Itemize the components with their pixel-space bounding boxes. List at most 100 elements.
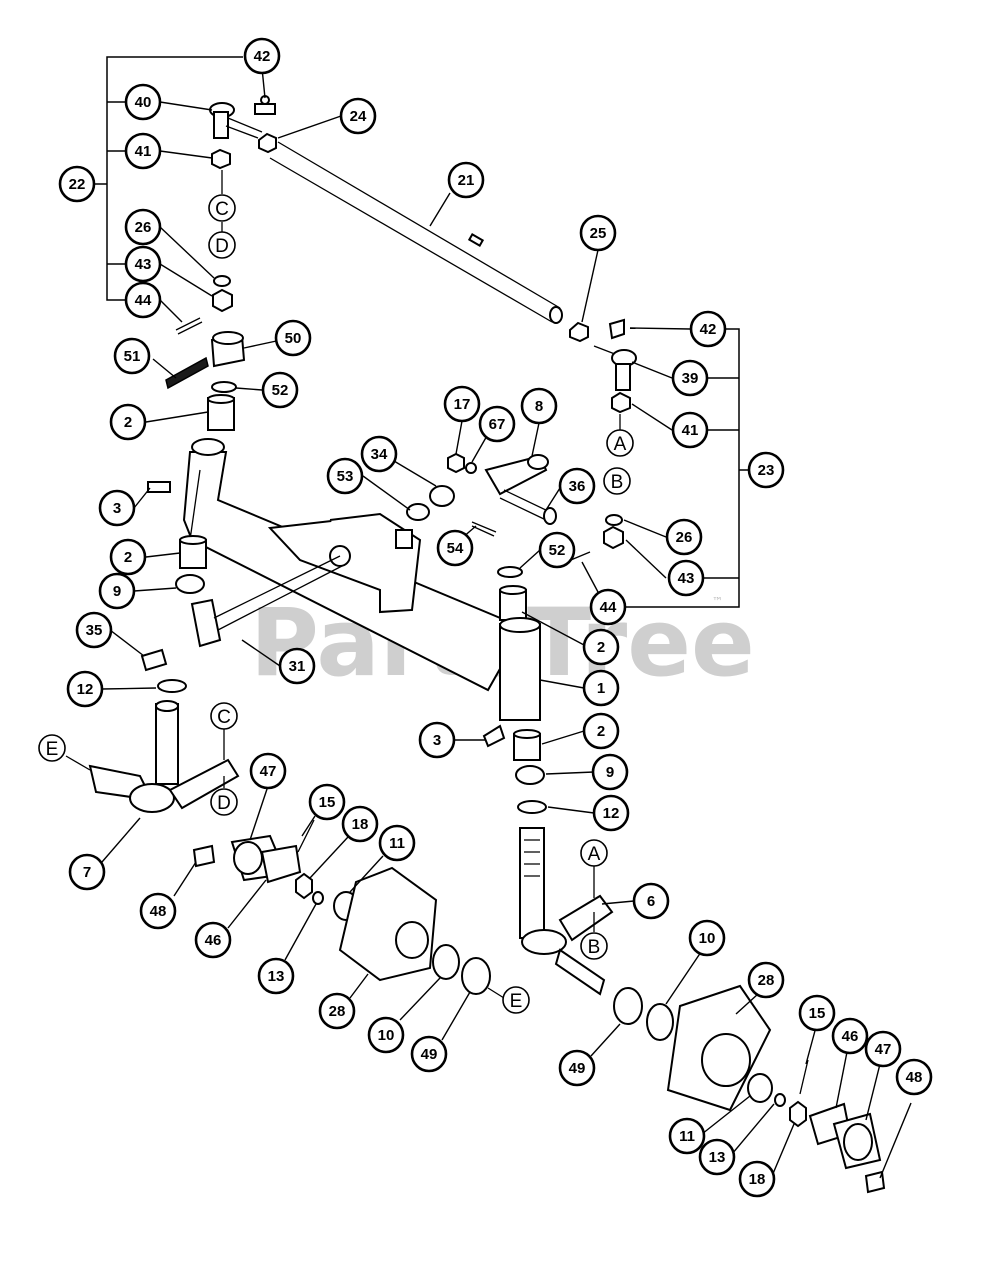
spindle-7-hub (129, 783, 175, 813)
callout-43[interactable]: 43 (124, 245, 162, 283)
callout-3[interactable]: 3 (98, 489, 136, 527)
leader-52-left (235, 387, 263, 391)
callout-2[interactable]: 2 (109, 403, 147, 441)
callout-21[interactable]: 21 (447, 161, 485, 199)
callout-2[interactable]: 2 (109, 538, 147, 576)
hub-28-left-bore (395, 921, 429, 959)
spindle-7-shaft (155, 703, 179, 785)
callout-10[interactable]: 10 (688, 919, 726, 957)
bearing-10-right (646, 1003, 674, 1041)
leader-25 (581, 249, 599, 323)
callout-7[interactable]: 7 (68, 853, 106, 891)
callout-44[interactable]: 44 (124, 281, 162, 319)
bolt-48-right (864, 1170, 886, 1194)
callout-18[interactable]: 18 (738, 1160, 776, 1198)
callout-49[interactable]: 49 (558, 1049, 596, 1087)
callout-label: 18 (352, 816, 369, 833)
callout-52[interactable]: 52 (538, 531, 576, 569)
letter-label: E (46, 739, 59, 760)
callout-49[interactable]: 49 (410, 1035, 448, 1073)
callout-36[interactable]: 36 (558, 467, 596, 505)
callout-34[interactable]: 34 (360, 435, 398, 473)
callout-9[interactable]: 9 (591, 753, 629, 791)
callout-39[interactable]: 39 (671, 359, 709, 397)
callout-53[interactable]: 53 (326, 457, 364, 495)
callout-48[interactable]: 48 (895, 1058, 933, 1096)
callout-label: 48 (906, 1069, 923, 1086)
callout-22[interactable]: 22 (58, 165, 96, 203)
gasket-46-left (260, 844, 302, 884)
callout-35[interactable]: 35 (75, 611, 113, 649)
callout-2[interactable]: 2 (582, 628, 620, 666)
callout-28[interactable]: 28 (318, 992, 356, 1030)
callout-25[interactable]: 25 (579, 214, 617, 252)
leader-39 (631, 361, 673, 379)
callout-label: 22 (69, 176, 86, 193)
washer-67 (465, 462, 477, 474)
leader-26-right (623, 519, 667, 538)
callout-46[interactable]: 46 (831, 1017, 869, 1055)
callout-8[interactable]: 8 (520, 387, 558, 425)
callout-label: 3 (433, 732, 441, 749)
callout-label: 2 (124, 414, 132, 431)
leader-46-left (227, 879, 267, 929)
callout-12[interactable]: 12 (66, 670, 104, 708)
callout-9[interactable]: 9 (98, 572, 136, 610)
callout-54[interactable]: 54 (436, 529, 474, 567)
callout-15[interactable]: 15 (798, 994, 836, 1032)
callout-11[interactable]: 11 (378, 824, 416, 862)
callout-41[interactable]: 41 (671, 411, 709, 449)
callout-17[interactable]: 17 (443, 385, 481, 423)
callout-26[interactable]: 26 (665, 518, 703, 556)
leader-41-left (159, 150, 213, 159)
callout-18[interactable]: 18 (341, 805, 379, 843)
leader-47-right (865, 1063, 881, 1121)
callout-28[interactable]: 28 (747, 961, 785, 999)
callout-23[interactable]: 23 (747, 451, 785, 489)
callout-67[interactable]: 67 (478, 405, 516, 443)
callout-3[interactable]: 3 (418, 721, 456, 759)
leader-15-right (805, 1026, 817, 1065)
callout-13[interactable]: 13 (698, 1138, 736, 1176)
callout-1[interactable]: 1 (582, 669, 620, 707)
callout-47[interactable]: 47 (864, 1030, 902, 1068)
callout-2[interactable]: 2 (582, 712, 620, 750)
hub-cap-47-right-face (843, 1123, 873, 1161)
callout-41[interactable]: 41 (124, 132, 162, 170)
leader-2-c (521, 611, 585, 646)
callout-label: 47 (875, 1041, 892, 1058)
callout-11[interactable]: 11 (668, 1117, 706, 1155)
callout-40[interactable]: 40 (124, 83, 162, 121)
callout-47[interactable]: 47 (249, 752, 287, 790)
callout-24[interactable]: 24 (339, 97, 377, 135)
bushing-2-upper-right-top (499, 585, 527, 595)
callout-label: 15 (319, 794, 336, 811)
grease-fitting-42-right (608, 318, 625, 340)
ref-line-e-right (487, 987, 505, 999)
castle-nut-34 (429, 485, 455, 507)
callout-label: 9 (113, 583, 121, 600)
callout-46[interactable]: 46 (194, 921, 232, 959)
callout-6[interactable]: 6 (632, 882, 670, 920)
cotter-pin-44-left-b (177, 321, 203, 335)
callout-15[interactable]: 15 (308, 783, 346, 821)
callout-12[interactable]: 12 (592, 794, 630, 832)
callout-31[interactable]: 31 (278, 647, 316, 685)
callout-label: 49 (421, 1046, 438, 1063)
callout-51[interactable]: 51 (113, 337, 151, 375)
leader-24 (277, 115, 342, 139)
callout-50[interactable]: 50 (274, 319, 312, 357)
callout-52[interactable]: 52 (261, 371, 299, 409)
callout-26[interactable]: 26 (124, 208, 162, 246)
callout-13[interactable]: 13 (257, 957, 295, 995)
callout-48[interactable]: 48 (139, 892, 177, 930)
callout-label: 54 (447, 540, 464, 557)
callout-43[interactable]: 43 (667, 559, 705, 597)
callout-42[interactable]: 42 (243, 37, 281, 75)
callout-44[interactable]: 44 (589, 588, 627, 626)
callout-label: 42 (700, 321, 717, 338)
callout-42[interactable]: 42 (689, 310, 727, 348)
callout-10[interactable]: 10 (367, 1016, 405, 1054)
axle-right-pivot-top (499, 617, 541, 633)
steering-arm-8-eye (527, 454, 549, 470)
